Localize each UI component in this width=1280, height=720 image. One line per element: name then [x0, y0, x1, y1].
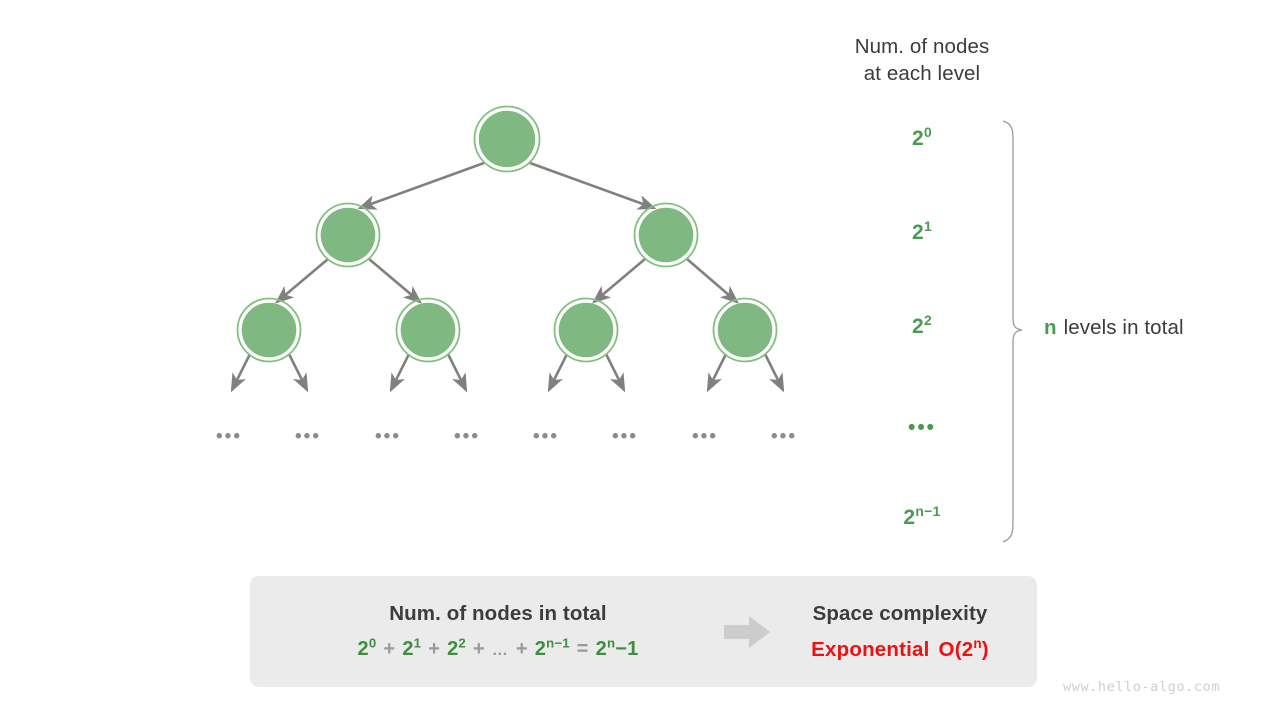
total-nodes-formula: 20+21+22+…+2n−1=2n−1: [357, 635, 639, 661]
edge-l1b-left: [592, 258, 646, 304]
formula-equals: =: [576, 638, 589, 660]
tree-ellipsis: •••: [375, 426, 401, 447]
tree-ellipsis: •••: [612, 426, 638, 447]
formula-operator-4: +: [515, 638, 528, 660]
level-count-0-exponent: 0: [923, 124, 932, 140]
formula-operator-2: +: [428, 638, 441, 660]
edge-l2d-left: [706, 353, 728, 393]
tree-nodes: [236, 105, 778, 363]
tree-node-root[interactable]: [473, 105, 541, 173]
tree-node-l1-right[interactable]: [633, 202, 699, 268]
tree-node-l2-d[interactable]: [712, 297, 778, 363]
formula-result-exponent: n: [606, 635, 616, 651]
level-count-0-base: 2: [912, 127, 924, 150]
edge-root-right: [529, 161, 657, 210]
summary-panel: [250, 576, 1037, 687]
tree-ellipsis: •••: [533, 426, 559, 447]
tree-edges: [230, 161, 785, 393]
edge-l1a-right: [368, 258, 422, 304]
summary-left-title: Num. of nodes in total: [389, 602, 607, 625]
formula-result-tail: −1: [615, 638, 639, 660]
formula-term-0-base: 2: [357, 638, 369, 660]
edge-l2c-right: [604, 353, 626, 393]
levels-brace: [1002, 120, 1023, 543]
total-levels-text: levels in total: [1063, 316, 1184, 339]
formula-term-2-exponent: 2: [458, 635, 466, 651]
arrow-right-icon: [724, 616, 770, 648]
tree-node-l2-c[interactable]: [553, 297, 619, 363]
level-count-1-exponent: 1: [923, 218, 932, 234]
total-levels-variable: n: [1044, 316, 1057, 339]
level-count-last: 2n−1: [847, 503, 997, 530]
edge-l2d-right: [763, 353, 785, 393]
level-count-2-base: 2: [912, 315, 924, 338]
tree-node-l2-a[interactable]: [236, 297, 302, 363]
tree-ellipsis-row: ••• ••• ••• ••• ••• ••• ••• •••: [216, 426, 797, 447]
space-complexity-value: Exponential O(2n): [811, 635, 989, 662]
formula-term-1-base: 2: [402, 638, 414, 660]
formula-operator-3: +: [472, 638, 485, 660]
edge-l1a-left: [275, 258, 329, 304]
tree-ellipsis: •••: [692, 426, 718, 447]
level-count-ellipsis: •••: [907, 416, 937, 439]
formula-term-3-base: 2: [534, 638, 547, 660]
summary-right-title: Space complexity: [812, 601, 988, 625]
level-count-1: 21: [847, 218, 997, 245]
tree-node-l2-b[interactable]: [395, 297, 461, 363]
tree-ellipsis: •••: [295, 426, 321, 447]
total-levels-annotation: n levels in total: [1044, 316, 1184, 340]
complexity-word: Exponential: [811, 637, 930, 661]
levels-heading-line1: Num. of nodes: [854, 35, 990, 58]
edge-l2a-left: [230, 353, 252, 393]
tree-ellipsis: •••: [771, 426, 797, 447]
levels-heading: Num. of nodes at each level: [790, 33, 1054, 87]
edge-l2b-left: [389, 353, 411, 393]
edge-l2c-left: [547, 353, 569, 393]
level-count-last-exponent: n−1: [915, 503, 941, 519]
level-count-1-base: 2: [912, 221, 924, 244]
formula-term-1-exponent: 1: [413, 635, 422, 651]
formula-term-3-exponent: n−1: [546, 635, 570, 651]
complexity-bigo-prefix: O(2: [938, 637, 974, 661]
level-count-2-exponent: 2: [923, 312, 932, 328]
edge-l2a-right: [287, 353, 309, 393]
edge-l1b-right: [686, 258, 739, 304]
level-count-2: 22: [847, 312, 997, 339]
edge-l2b-right: [446, 353, 468, 393]
levels-heading-line2: at each level: [863, 62, 981, 85]
formula-result-base: 2: [595, 638, 607, 660]
complexity-bigo-exponent: n: [973, 635, 982, 651]
tree-ellipsis: •••: [454, 426, 480, 447]
site-watermark: www.hello-algo.com: [1063, 679, 1221, 695]
level-count-last-base: 2: [903, 506, 916, 529]
formula-ellipsis: …: [491, 642, 509, 659]
complexity-bigo-suffix: ): [981, 637, 989, 661]
formula-term-2-base: 2: [447, 638, 459, 660]
formula-term-0-exponent: 0: [368, 635, 377, 651]
summary-left-section: Num. of nodes in total 20+21+22+…+2n−1=2…: [250, 576, 746, 687]
tree-ellipsis: •••: [216, 426, 242, 447]
edge-root-left: [357, 161, 485, 210]
tree-node-l1-left[interactable]: [315, 202, 381, 268]
level-count-0: 20: [847, 124, 997, 151]
summary-right-section: Space complexity Exponential O(2n): [782, 576, 1018, 687]
formula-operator-1: +: [383, 638, 396, 660]
